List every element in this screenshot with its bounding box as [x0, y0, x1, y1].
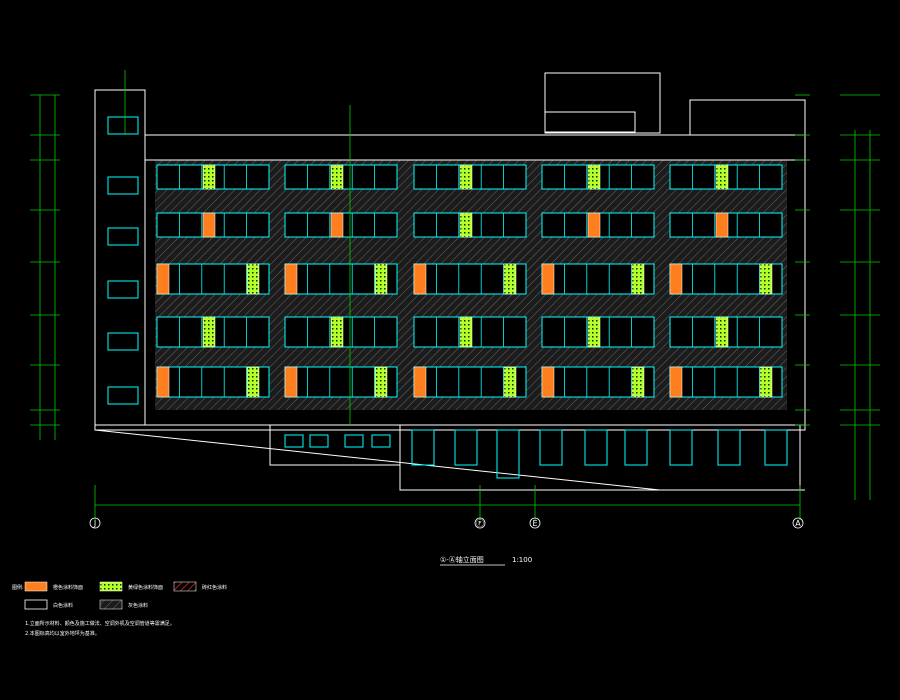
- yellowgreen-panel: [759, 263, 773, 295]
- yellowgreen-panel: [503, 263, 517, 295]
- grid-bubble-e: [529, 517, 541, 529]
- yellowgreen-panel: [715, 164, 729, 190]
- yellowgreen-panel: [459, 212, 473, 238]
- orange-panel: [669, 263, 683, 295]
- legend-swatch-orange: [24, 581, 48, 592]
- legend-swatch-white: [24, 599, 48, 610]
- yellowgreen-panel: [503, 366, 517, 398]
- grid-label-e: E: [532, 519, 537, 528]
- yellowgreen-panel: [374, 366, 388, 398]
- orange-panel: [587, 212, 601, 238]
- grid-bubble-j: [89, 517, 101, 529]
- ground-floor-windows: [284, 429, 788, 479]
- grid-label-f: Ⓕ: [476, 519, 484, 528]
- level-marks: [30, 94, 880, 426]
- yellowgreen-panel: [246, 263, 260, 295]
- legend-label-white: 白色涂料: [53, 602, 73, 609]
- yellowgreen-panel: [246, 366, 260, 398]
- yellowgreen-panel: [330, 164, 344, 190]
- yellowgreen-panel: [202, 164, 216, 190]
- yellowgreen-panel: [202, 316, 216, 348]
- yellowgreen-panel: [459, 316, 473, 348]
- yellowgreen-panel: [631, 366, 645, 398]
- orange-panel: [715, 212, 729, 238]
- legend-label-yellowgreen: 黄绿色涂料饰面: [128, 584, 163, 591]
- drawing-title: ①-Ⓐ轴立面图: [440, 555, 484, 564]
- grid-label-j: J: [93, 519, 96, 528]
- grid-bubble-f: [474, 517, 486, 529]
- grid-bubble-a: [792, 517, 804, 529]
- notes: 1.立面所示材料、颜色及施工做法、空调外机及空调管道等需满足。 2.本图标高均以…: [25, 620, 175, 637]
- yellowgreen-panel: [374, 263, 388, 295]
- yellowgreen-panel: [587, 164, 601, 190]
- yellowgreen-panel: [715, 316, 729, 348]
- yellowgreen-panel: [759, 366, 773, 398]
- legend-swatch-gray: [99, 599, 123, 610]
- legend-swatch-red: [173, 581, 197, 592]
- orange-panel: [541, 366, 555, 398]
- yellowgreen-panel: [330, 316, 344, 348]
- orange-panel: [413, 366, 427, 398]
- legend-heading: 图例:: [12, 584, 24, 591]
- orange-panel: [669, 366, 683, 398]
- legend-label-red: 砖红色涂料: [202, 584, 227, 591]
- orange-panel: [330, 212, 344, 238]
- grid-axis-bubbles: J Ⓕ E A: [89, 517, 804, 529]
- yellowgreen-panel: [587, 316, 601, 348]
- legend: 图例: 橙色涂料饰面 黄绿色涂料饰面 砖红色涂料 白色涂料 灰色涂料: [12, 581, 227, 610]
- legend-label-gray: 灰色涂料: [128, 602, 148, 609]
- yellowgreen-panel: [459, 164, 473, 190]
- drawing-title-block: ①-Ⓐ轴立面图 1:100: [440, 555, 532, 566]
- note-1: 1.立面所示材料、颜色及施工做法、空调外机及空调管道等需满足。: [25, 620, 175, 627]
- orange-panel: [413, 263, 427, 295]
- yellowgreen-panel: [631, 263, 645, 295]
- note-2: 2.本图标高均以室外地坪为基准。: [25, 630, 100, 637]
- legend-swatch-yellowgreen: [99, 581, 123, 592]
- drawing-scale: 1:100: [512, 556, 532, 564]
- orange-panel: [202, 212, 216, 238]
- building-outline: [94, 72, 806, 491]
- side-tower-windows: [107, 116, 139, 405]
- orange-panel: [156, 366, 170, 398]
- orange-panel: [156, 263, 170, 295]
- legend-label-orange: 橙色涂料饰面: [53, 584, 83, 591]
- orange-panel: [284, 366, 298, 398]
- orange-panel: [284, 263, 298, 295]
- facade-windows: [156, 164, 783, 398]
- orange-panel: [541, 263, 555, 295]
- grid-label-a: A: [795, 519, 801, 528]
